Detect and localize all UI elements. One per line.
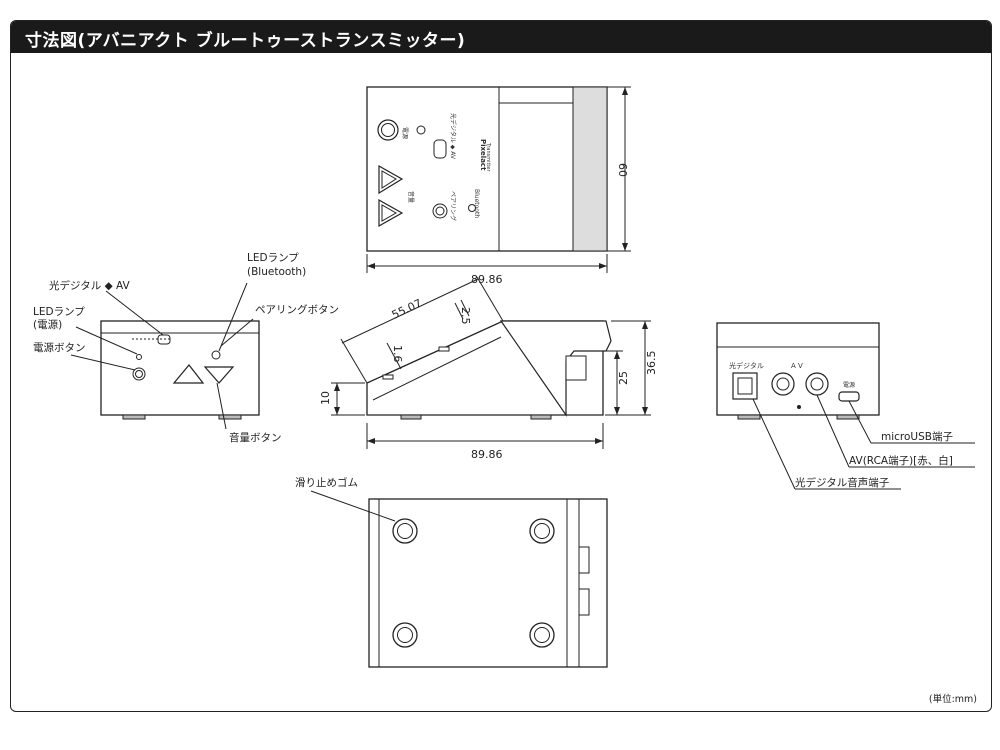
rear-print-av: A V (791, 362, 803, 370)
dim-top-width: 89.86 (471, 273, 503, 286)
callout-rubber-feet: 滑り止めゴム (295, 476, 358, 489)
callout-volume-buttons: 音量ボタン (229, 431, 282, 444)
callout-micro-usb: microUSB端子 (881, 430, 953, 443)
top-view (366, 86, 631, 273)
callout-pairing-button: ペアリングボタン (255, 303, 339, 316)
dim-side-base-height: 10 (319, 391, 332, 405)
panel-print-bluetooth: Bluetooth (473, 189, 480, 218)
panel-print-volume: 音量 (407, 191, 415, 203)
panel-print-pairing: ペアリング (449, 191, 457, 221)
dim-side-width: 89.86 (471, 448, 503, 461)
dimension-sheet: 寸法図(アバニアクト ブルートゥーストランスミッター) (10, 20, 992, 712)
panel-print-brand-sub: Transmitter (485, 142, 491, 172)
panel-print-optical-av: 光デジタル ◆ AV (449, 113, 457, 160)
bottom-view (310, 490, 608, 668)
dimension-drawing: 電源 光デジタル ◆ AV Pixelact Transmitter 音量 ペア… (33, 86, 975, 668)
page-title: 寸法図(アバニアクト ブルートゥーストランスミッター) (25, 31, 466, 51)
rear-view (716, 322, 975, 490)
callout-optical-port: 光デジタル音声端子 (795, 476, 889, 489)
callout-power-button: 電源ボタン (33, 341, 86, 354)
panel-print-brand: Pixelact (479, 139, 487, 171)
dim-side-panel-offset: 1.6 (391, 345, 404, 363)
callout-av-rca: AV(RCA端子)[赤、白] (849, 454, 953, 467)
dim-side-rear-height: 25 (617, 371, 630, 385)
dim-side-total-height: 36.5 (645, 351, 658, 376)
front-view (100, 320, 260, 420)
callout-led-bt-line2: (Bluetooth) (247, 266, 306, 278)
callout-led-power-line1: LEDランプ (33, 306, 85, 318)
callout-led-bt-line1: LEDランプ (247, 252, 299, 264)
side-view (331, 276, 651, 449)
dim-side-slope: 55.07 (390, 297, 424, 322)
dim-side-top-step: 2.5 (459, 307, 472, 325)
rear-print-power: 電源 (843, 381, 855, 389)
dim-top-depth: 60 (616, 163, 629, 177)
rear-print-optical: 光デジタル (729, 361, 764, 370)
front-callout-leaders (70, 282, 254, 430)
unit-note: (単位:mm) (928, 694, 977, 705)
callout-led-power-line2: (電源) (33, 318, 62, 331)
title-bar: 寸法図(アバニアクト ブルートゥーストランスミッター) (11, 21, 991, 53)
panel-print-power: 電源 (401, 127, 409, 139)
callout-optical-av-switch: 光デジタル ◆ AV (49, 279, 131, 292)
